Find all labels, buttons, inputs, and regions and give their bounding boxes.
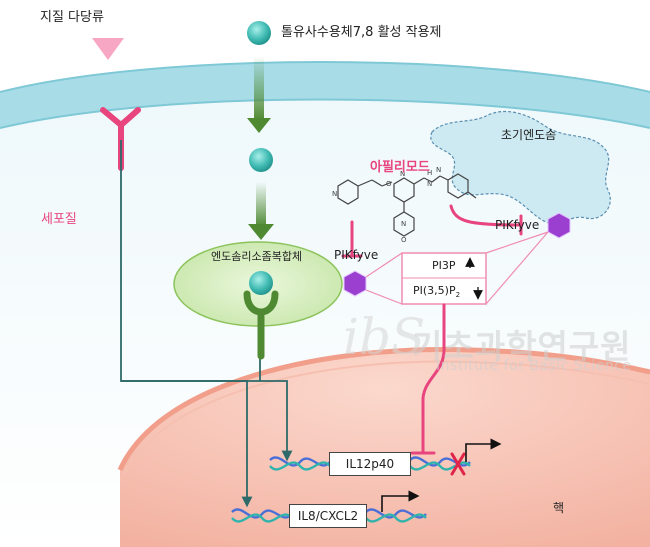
pi-inhibits-il12 <box>410 303 446 455</box>
ibs-watermark-logo: ibS <box>343 308 426 366</box>
label-pi35p2-base: PI(3,5)P <box>413 284 456 297</box>
svg-text:N: N <box>332 190 337 198</box>
label-pikfyve-right: PIKfyve <box>495 218 540 232</box>
apilimod-inhibition <box>341 204 523 258</box>
label-early-endosome: 초기엔도솜 <box>501 128 557 142</box>
il12p40-transcription-arrow <box>465 438 502 462</box>
svg-text:O: O <box>401 236 407 244</box>
green-arrow-shaft-1 <box>254 56 264 120</box>
agonist-molecule-top <box>247 21 271 45</box>
label-cytoplasm: 세포질 <box>41 212 77 227</box>
watermark-institute-name: 기초과학연구원 <box>412 327 632 366</box>
label-endolysosome: 엔도솜리소좀복합체 <box>211 250 303 263</box>
green-arrow-head-1 <box>247 118 271 133</box>
label-lps: 지질 다당류 <box>40 10 104 25</box>
label-pi35p2: PI(3,5)P2 <box>413 285 460 299</box>
lps-ligand-triangle <box>92 38 124 60</box>
pikfyve-right-hex <box>547 212 571 239</box>
label-tlr-agonist: 톨유사수용체7,8 활성 작용제 <box>281 25 442 40</box>
gene-il12p40: IL12p40 <box>329 452 411 476</box>
nucleus-area <box>120 349 650 547</box>
svg-text:O: O <box>386 180 392 188</box>
pikfyve-left-hex <box>343 270 367 297</box>
svg-text:N: N <box>436 166 441 174</box>
label-pikfyve-left: PIKfyve <box>334 248 379 262</box>
label-apilimod: 아필리모드 <box>370 160 430 175</box>
dna-il12p40 <box>269 456 471 471</box>
cell-membrane <box>0 62 650 128</box>
il8-transcription-arrow <box>381 490 420 512</box>
green-arrow-head-2 <box>248 224 274 240</box>
green-arrow-shaft-2 <box>256 182 266 227</box>
gene-il8-cxcl2: IL8/CXCL2 <box>289 504 367 528</box>
svg-text:N: N <box>401 220 406 228</box>
tlr-receptor <box>243 290 279 360</box>
svg-text:N: N <box>427 180 432 188</box>
label-pi35p2-subscript: 2 <box>455 291 461 300</box>
dna-il8 <box>231 508 427 523</box>
agonist-molecule-mid <box>249 148 273 172</box>
svg-text:N: N <box>400 170 405 178</box>
transcription-blocked-x <box>450 452 466 476</box>
agonist-molecule-bound <box>249 271 273 295</box>
label-pi3p: PI3P <box>432 259 456 272</box>
pikfyve-links <box>365 231 549 305</box>
svg-text:H: H <box>427 169 432 177</box>
apilimod-structure <box>337 173 477 237</box>
watermark-institute-english: Institute for Basic Science <box>436 358 632 374</box>
label-nucleus: 핵 <box>553 501 565 515</box>
early-endosome <box>430 110 611 224</box>
